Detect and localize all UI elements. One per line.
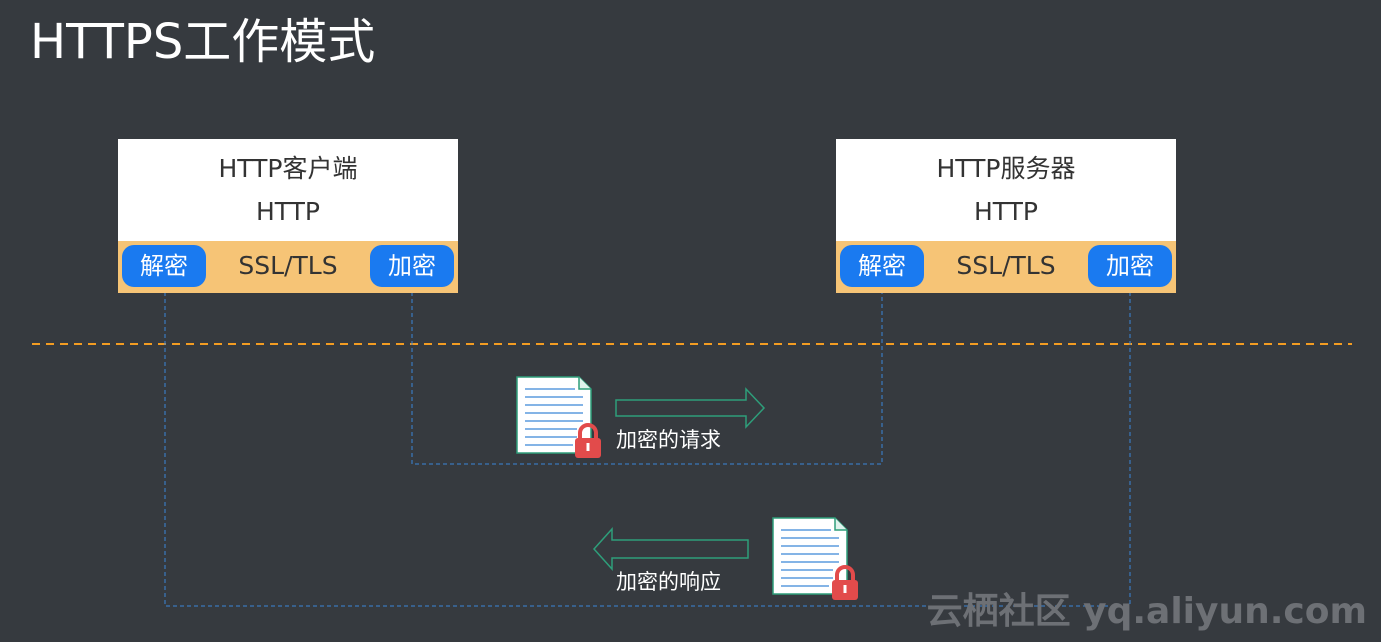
- watermark: 云栖社区 yq.aliyun.com: [926, 591, 1367, 632]
- server-ssl-label: SSL/TLS: [956, 251, 1056, 280]
- server-decrypt-badge: 解密: [840, 245, 924, 287]
- left-arrow-icon: [592, 527, 749, 571]
- document-icon: [516, 376, 592, 454]
- document-icon: [772, 517, 848, 595]
- right-arrow-icon: [615, 387, 766, 429]
- response-caption: 加密的响应: [616, 570, 721, 594]
- client-name: HTTP客户端: [218, 154, 358, 183]
- lock-icon: [575, 423, 601, 458]
- lock-icon: [832, 565, 858, 600]
- server-name: HTTP服务器: [936, 154, 1076, 183]
- http-client-box: HTTP客户端 HTTP SSL/TLS 解密 加密: [118, 139, 458, 293]
- server-encrypt-badge: 加密: [1088, 245, 1172, 287]
- client-ssl-label: SSL/TLS: [238, 251, 338, 280]
- client-decrypt-badge: 解密: [122, 245, 206, 287]
- client-encrypt-badge: 加密: [370, 245, 454, 287]
- request-caption: 加密的请求: [616, 428, 721, 452]
- client-ssl-layer: SSL/TLS 解密 加密: [118, 241, 458, 293]
- page-title: HTTPS工作模式: [30, 14, 376, 70]
- request-path: [411, 164, 888, 465]
- server-ssl-layer: SSL/TLS 解密 加密: [836, 241, 1176, 293]
- server-protocol: HTTP: [974, 197, 1038, 226]
- http-server-box: HTTP服务器 HTTP SSL/TLS 解密 加密: [836, 139, 1176, 293]
- client-protocol: HTTP: [256, 197, 320, 226]
